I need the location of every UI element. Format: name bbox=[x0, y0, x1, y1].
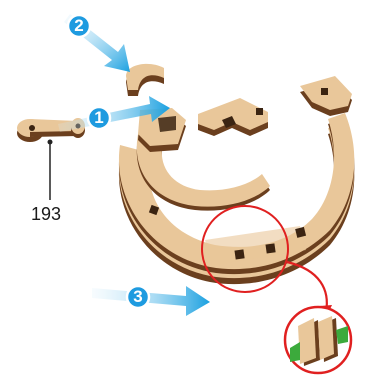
part-number-label: 193 bbox=[31, 204, 61, 225]
step-2-number: 2 bbox=[65, 12, 93, 40]
step-3-number: 3 bbox=[124, 283, 152, 311]
glue-detail-icon bbox=[285, 307, 351, 373]
step-1-number: 1 bbox=[85, 104, 113, 132]
horseshoe-assembly bbox=[119, 64, 354, 284]
